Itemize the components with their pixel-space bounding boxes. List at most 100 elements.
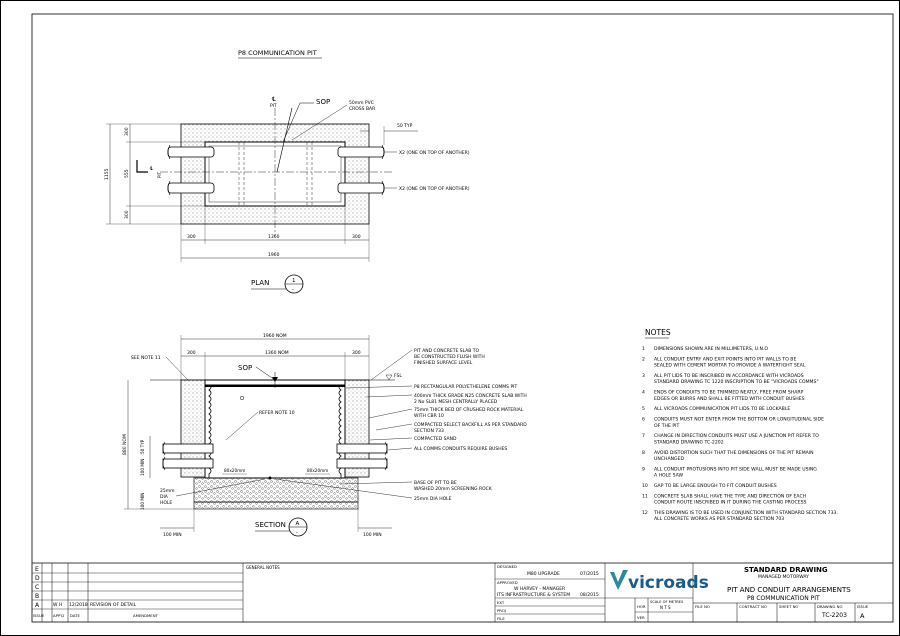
note-text: ENDS OF CONDUITS TO BE TRIMMED NEATLY, F… <box>654 390 804 396</box>
conduit <box>162 458 214 469</box>
rev-a-desc: REVISION OF DETAIL <box>90 602 137 608</box>
section-label: SECTION <box>255 521 286 529</box>
section-see-note-leader <box>165 356 189 381</box>
conduit <box>336 458 388 469</box>
section-dim-80x20-b: 80x20mm <box>307 468 328 473</box>
proj-label: PROJ <box>497 608 506 613</box>
section-dim-300-l: 300 <box>187 350 196 356</box>
callout-text: SECTION 733 <box>414 428 444 434</box>
note-text: ALL CONDUIT PROTUSIONS INTO PIT SIDE WAL… <box>654 466 817 472</box>
callout-leader <box>345 385 413 389</box>
designed-value: M80 UPGRADE <box>527 571 560 577</box>
note-number: 12 <box>642 510 648 516</box>
callout-text: 400mm THICK GRADE N25 CONCRETE SLAB WITH <box>414 393 527 399</box>
conduit-break <box>162 441 166 471</box>
plan-dim-300-bot: 300 <box>124 210 130 219</box>
section-sop-arrow <box>272 377 278 382</box>
note-text: AVOID DISTORTION SUCH THAT THE DIMENSION… <box>654 450 814 456</box>
section-screening-rock <box>193 477 359 503</box>
callout-text: BASE OF PIT TO BE <box>414 480 457 486</box>
callout-leader <box>339 481 413 485</box>
sheet-no-label: SHEET NO <box>779 604 798 609</box>
section-fsl-label: FSL <box>394 373 402 379</box>
vicroads-logo: vicroads <box>610 570 709 593</box>
col-appd: APP'D <box>53 613 64 618</box>
section-dim-100-min-r: 100 MIN <box>363 532 382 538</box>
note-text: OF THE PIT <box>654 423 679 429</box>
note-text: ALL VICROADS COMMUNICATION PIT LIDS TO B… <box>654 406 790 412</box>
section-dia-leader <box>175 478 266 497</box>
callout-text: P8 RECTANGULAR POLYETHELENE COMMS PIT <box>414 384 517 390</box>
conduit <box>162 443 214 454</box>
plan-sop-label: SOP <box>316 98 330 106</box>
section-see-note: SEE NOTE 11 <box>131 355 161 361</box>
callout-leader <box>368 408 413 419</box>
note-number: 1 <box>642 346 645 352</box>
note-text: GAP TO BE LARGE ENOUGH TO FIT CONDUIT BU… <box>654 483 777 489</box>
rev-a-by: W H <box>53 602 62 608</box>
note-number: 7 <box>642 433 645 439</box>
note-text: CONDUITS MUST NOT ENTER FROM THE BOTTOM … <box>654 417 824 423</box>
note-text: A HOLE SAW <box>654 473 683 479</box>
plan-dim-300-top: 300 <box>124 127 130 136</box>
plan-title: P8 COMMUNICATION PIT <box>238 49 317 57</box>
plan-dim-1155: 1155 <box>104 168 110 180</box>
section-sop-label: SOP <box>238 364 252 372</box>
section-dim-100-min-l: 100 MIN <box>163 532 182 538</box>
plan-conduits-left <box>167 146 215 194</box>
conduit <box>336 443 388 454</box>
callout-text: FINISHED SURFACE LEVEL <box>414 360 473 366</box>
file-label: FILE <box>497 616 505 621</box>
section-dim-100-min-v: 100 MIN <box>140 459 145 476</box>
section-callout-letter: A <box>296 521 300 527</box>
approved-date: 08/2015 <box>580 592 599 598</box>
designed-label: DESIGNED <box>497 564 517 569</box>
rev-a-date: 12/2018 <box>69 602 88 608</box>
callout-text: WITH CBR 10 <box>414 413 444 419</box>
callout-text: BE CONSTRUCTED FLUSH WITH <box>414 354 485 360</box>
note-text: DIMENSIONS SHOWN ARE IN MILLIMETERS, U.N… <box>654 346 768 352</box>
callout-leader <box>375 423 413 431</box>
plan-pit-left: PIT <box>157 171 162 178</box>
note-text: CONCRETE SLAB SHALL HAVE THE TYPE AND DI… <box>654 493 806 499</box>
title-block: E D C B A W H 12/2018 REVISION OF DETAIL… <box>32 562 893 622</box>
contract-no-label: CONTRACT NO <box>739 604 767 609</box>
callout-leader <box>274 478 413 499</box>
notes-list: 1 DIMENSIONS SHOWN ARE IN MILLIMETERS, U.… <box>642 346 838 522</box>
callout-text: PIT AND CONCRETE SLAB TO <box>414 348 480 354</box>
col-issue: ISSUE <box>33 613 45 618</box>
section-dim-80x20-a: 80x20mm <box>224 468 245 473</box>
note-number: 10 <box>642 483 648 489</box>
conduit <box>167 146 215 158</box>
callout-text: COMPACTED SAND <box>414 436 457 442</box>
drawing-no-value: TC-2203 <box>821 612 847 619</box>
section-dia-label: HOLE <box>160 500 172 506</box>
conduit <box>337 146 385 158</box>
issue-label: ISSUE <box>857 604 869 609</box>
callout-text: 75mm THICK BED OF CRUSHED ROCK MATERIAL <box>414 407 524 413</box>
scale-label: SCALE OF METRES <box>650 600 684 604</box>
plan-crossbar-leader <box>291 104 348 141</box>
callout-leader <box>370 349 413 381</box>
plan-dim-300-l: 300 <box>187 234 196 240</box>
callout-text: 2 No SL81 MESH CENTRALLY PLACED <box>414 399 498 405</box>
title-standard-drawing: STANDARD DRAWING <box>744 566 828 574</box>
section-dia-label: 25mm <box>160 488 175 494</box>
plan-crossbar-label: CROSS BAR <box>349 106 375 112</box>
section-dim-1960-nom: 1960 NOM <box>263 333 287 339</box>
plan-dim-1960: 1960 <box>268 252 280 258</box>
conduit-break <box>384 441 388 471</box>
note-number: 6 <box>642 417 645 423</box>
general-notes-label: GENERAL NOTES <box>246 565 280 570</box>
drawing-no-label: DRAWING NO <box>817 604 843 609</box>
callout-text: WASHED 20mm SCREENING ROCK <box>414 486 493 492</box>
note-text: STANDARD DRAWING TC 1220 INSCRIPTION TO … <box>654 379 819 385</box>
conduit <box>167 182 215 194</box>
approved-dept: ITS INFRASTRUCTURE & SYSTEM <box>497 592 570 598</box>
note-number: 8 <box>642 450 645 456</box>
title-managed-motorway: MANAGED MOTORWAY <box>758 574 809 580</box>
plan-dim-300-r: 300 <box>352 234 361 240</box>
note-text: SEALED WITH CEMENT MORTAR TO PROVIDE A W… <box>654 363 806 369</box>
